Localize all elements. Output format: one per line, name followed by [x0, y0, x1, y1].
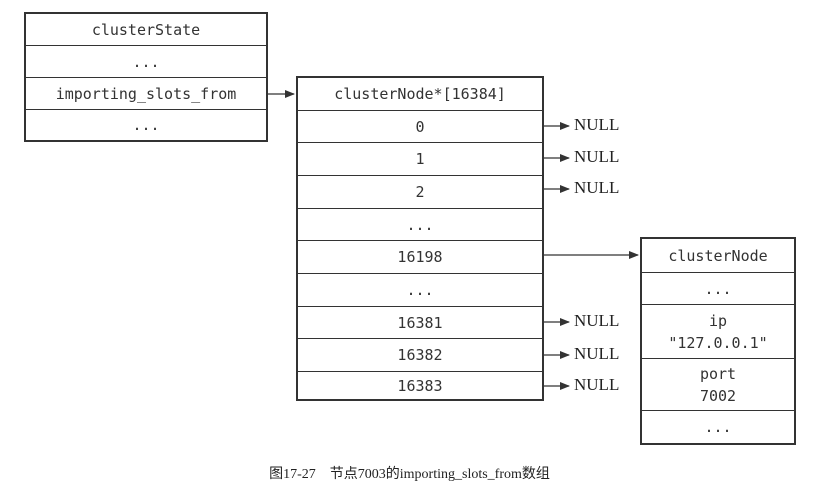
slot-cell-0: 0 [298, 111, 542, 143]
null-label-slot-16383: NULL [574, 375, 620, 394]
cluster-node-port-field: port 7002 [642, 359, 794, 411]
cluster-node-port-label: port [699, 364, 737, 383]
cluster-node-ip-label: ip [708, 311, 728, 330]
cluster-state-title: clusterState [26, 14, 266, 46]
slot-cell-ellipsis-b: ... [298, 274, 542, 307]
slots-array-header: clusterNode*[16384] [298, 78, 542, 111]
cluster-state-ellipsis-top: ... [26, 46, 266, 78]
null-label-slot-16381: NULL [574, 311, 620, 330]
cluster-node-ip-field: ip "127.0.0.1" [642, 305, 794, 359]
cluster-node-ip-value: "127.0.0.1" [668, 333, 768, 352]
null-label-slot-16382: NULL [574, 344, 620, 363]
null-label-slot-2: NULL [574, 178, 620, 197]
cluster-node-ellipsis-top: ... [642, 273, 794, 305]
figure-caption: 图17-27 节点7003的importing_slots_from数组 [269, 467, 550, 482]
slot-cell-16383: 16383 [397, 376, 443, 395]
cluster-state-importing-slots-from: importing_slots_from [26, 78, 266, 110]
slot-cell-16198: 16198 [298, 241, 542, 274]
cluster-node-ellipsis-bottom: ... [704, 418, 732, 436]
slot-cell-16381: 16381 [298, 307, 542, 339]
slot-cell-2: 2 [298, 176, 542, 209]
slot-cell-1: 1 [298, 143, 542, 176]
slot-cell-ellipsis-a: ... [298, 209, 542, 241]
slots-array: clusterNode*[16384] 0 1 2 ... 16198 ... … [296, 76, 544, 401]
cluster-state-ellipsis-bottom: ... [132, 116, 160, 134]
cluster-node-port-value: 7002 [699, 386, 737, 405]
slot-cell-16382: 16382 [298, 339, 542, 372]
cluster-state-struct: clusterState ... importing_slots_from ..… [24, 12, 268, 142]
null-label-slot-1: NULL [574, 147, 620, 166]
null-label-slot-0: NULL [574, 115, 620, 134]
cluster-node-title: clusterNode [642, 239, 794, 273]
cluster-node-struct: clusterNode ... ip "127.0.0.1" port 7002… [640, 237, 796, 445]
